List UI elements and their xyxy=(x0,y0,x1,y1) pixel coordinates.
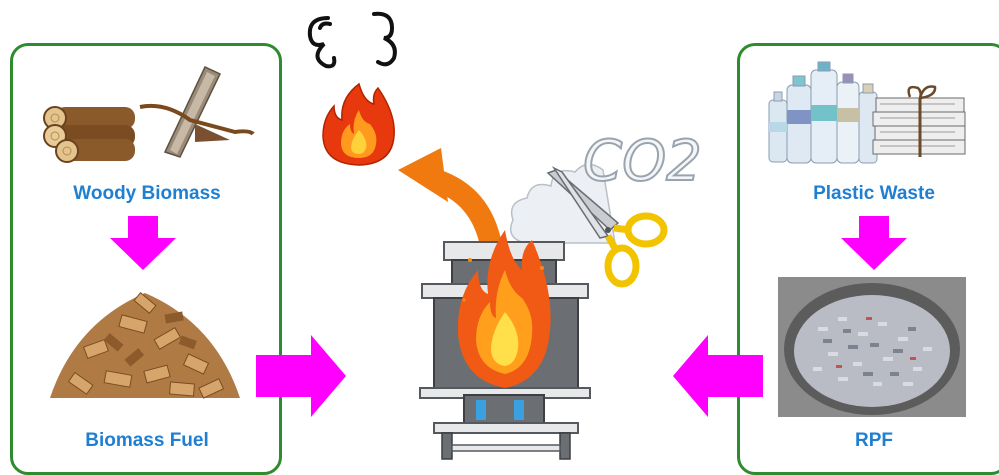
right-arrow-to-stove xyxy=(256,335,348,417)
stove-fire-icon xyxy=(450,230,560,390)
down-arrow-right xyxy=(839,216,909,271)
woody-biomass-label: Woody Biomass xyxy=(20,183,274,205)
left-arrow-to-stove xyxy=(673,335,765,417)
logs-image xyxy=(35,95,145,165)
flame-icon xyxy=(320,82,398,167)
newspaper-stack-image xyxy=(870,82,970,162)
wood-chips-image xyxy=(45,283,245,413)
wood-plank-image xyxy=(135,62,260,157)
rpf-pellets-image xyxy=(778,277,966,417)
plastic-waste-label: Plastic Waste xyxy=(747,183,999,205)
rpf-label: RPF xyxy=(747,430,999,452)
down-arrow-left xyxy=(108,216,178,271)
plastic-bottles-image xyxy=(765,60,880,165)
smoke-icon xyxy=(300,8,410,78)
biomass-fuel-label: Biomass Fuel xyxy=(20,430,274,452)
